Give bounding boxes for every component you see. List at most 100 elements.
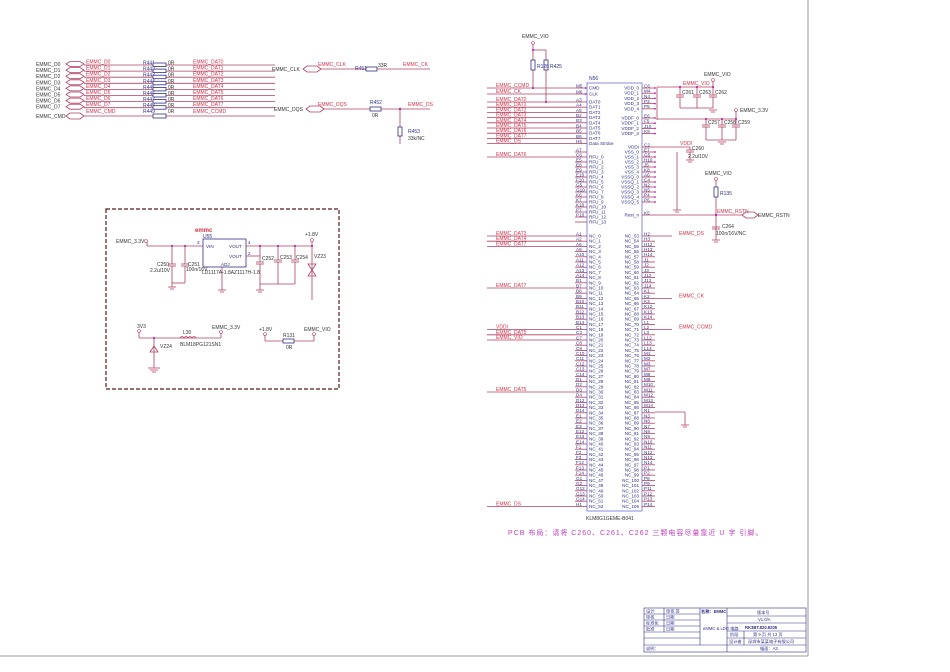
pin-number: G14	[576, 497, 585, 502]
tvs-diode-icon	[307, 263, 317, 277]
pin-number: M14	[644, 403, 653, 408]
pin-dot	[654, 171, 656, 173]
pullups: EMMC_VIO R126 R425	[522, 34, 562, 104]
resistor-ref: R453	[408, 129, 420, 135]
pin-number: E13	[576, 434, 585, 439]
pin-name: NC_2	[589, 244, 601, 249]
pin-name: NC_14	[589, 306, 604, 311]
pin-number: M5	[576, 83, 583, 88]
pin-name: RFU_7	[589, 190, 604, 195]
resistor-value: 0R	[168, 109, 175, 115]
net-label: EMMC_DAT5	[496, 330, 527, 336]
port-arrow	[65, 91, 85, 98]
pin-number: D14	[576, 408, 585, 413]
bead-part: BLM18PG121SN1	[180, 342, 221, 348]
regulator-ref: U55	[203, 234, 212, 240]
chip-ref: N56	[589, 76, 598, 82]
resistor-symbol	[152, 113, 167, 119]
pin-number: C3	[576, 330, 582, 335]
pin-name: NC_39	[589, 436, 604, 441]
port-arrow	[65, 73, 85, 80]
pin-number: K5	[644, 210, 650, 215]
pin-name: DAT6	[589, 131, 601, 136]
pin-number: A9	[576, 247, 582, 252]
pin-number: M10	[644, 382, 653, 387]
pin-number: P11	[644, 486, 652, 491]
pin-name: NC_94	[625, 447, 640, 452]
resistor-value: 0R	[168, 97, 175, 103]
port-label: EMMC_D1	[36, 68, 61, 74]
pin-number: P4	[644, 192, 650, 197]
cap-ref: C264	[722, 224, 734, 230]
net-label: EMMC_CK	[496, 89, 522, 95]
net-label: EMMC_D6	[86, 96, 111, 102]
pin-number: L3	[644, 330, 650, 335]
pin-number: H2	[644, 231, 650, 236]
pin-dot	[654, 102, 656, 105]
pin-number: J2	[644, 263, 649, 268]
pin-dot	[654, 166, 656, 168]
pin-number: A12	[576, 263, 585, 268]
pin-number: E7	[644, 147, 650, 152]
net-label: EMMC_DAT5	[496, 123, 527, 129]
pin-number: D1	[576, 377, 582, 382]
pin-name: NC_95	[625, 452, 640, 457]
pin-name: VDD_2	[624, 96, 639, 101]
pin-number: M2	[644, 356, 651, 361]
pin-number: B13	[576, 315, 585, 320]
regulator-body	[202, 238, 247, 268]
pin-number: C8	[576, 341, 582, 346]
pin-name: NC_68	[625, 312, 640, 317]
pin-name: VDDI	[628, 145, 639, 150]
pin-name: NC_71	[625, 327, 640, 332]
net-label: EMMC_CK	[403, 62, 429, 68]
pin-number: E3	[576, 424, 582, 429]
pin-number: A6	[644, 172, 650, 177]
regulator-part: LD1117A-1.8AZ1117H-1.8	[202, 270, 260, 276]
cap-value: 2.2u/10V	[688, 154, 709, 160]
net-label: EMMC_DAT7	[496, 241, 527, 247]
pin-name: NC_61	[625, 275, 640, 280]
pin-number: H10	[644, 157, 653, 162]
pin-name: NC_102	[622, 488, 639, 493]
pin-name: VDD_1	[624, 91, 639, 96]
pin-number: C1	[576, 325, 582, 330]
tb-cell: 审核	[646, 614, 655, 621]
net-label: EMMC_D5	[86, 90, 111, 96]
bead-ref: L30	[183, 330, 192, 336]
net-label: EMMC_DAT0	[496, 97, 527, 103]
pin-number: H14	[644, 252, 653, 257]
pin-dot	[654, 181, 656, 183]
pin-dot	[584, 93, 587, 95]
pcb-note: PCB 布局：请将 C260、C261、C262 三颗电容尽量靠近 U 字 引脚…	[508, 528, 763, 537]
pin-name: NC_0	[589, 234, 601, 239]
net-label: EMMC_DAT1	[193, 66, 224, 72]
pin-name: NC_55	[625, 244, 640, 249]
pin-name: NC_103	[622, 494, 639, 499]
cap-ref: C254	[296, 255, 308, 261]
ground-icon	[256, 289, 264, 293]
pin-name: VSS_3	[625, 165, 640, 170]
pin-name: NC_49	[589, 488, 604, 493]
rail-label: EMMC_VIO	[705, 171, 732, 177]
pin-number: K6	[576, 192, 582, 197]
vio-out-label: EMMC_VIO	[304, 327, 331, 333]
pin-number: A5	[576, 108, 582, 113]
pin-name: NC_97	[625, 462, 640, 467]
resistor-value: 0R	[168, 79, 175, 85]
pin-name: DAT5	[589, 126, 601, 131]
pin-number: N14	[644, 460, 653, 465]
pin-number: K14	[644, 315, 653, 320]
pin-name: VDD_0	[624, 86, 639, 91]
pin-name: NC_76	[625, 353, 640, 358]
inductor-icon	[179, 336, 197, 339]
pin-name: NC_58	[625, 260, 640, 265]
pin-dot	[654, 186, 656, 188]
pin-number: M9	[644, 377, 651, 382]
bead-out-label: EMMC_3.3V	[212, 325, 241, 331]
pin-number: K1	[644, 289, 650, 294]
port-label: EMMC_D3	[36, 80, 61, 86]
pin-number: P6	[644, 197, 650, 202]
